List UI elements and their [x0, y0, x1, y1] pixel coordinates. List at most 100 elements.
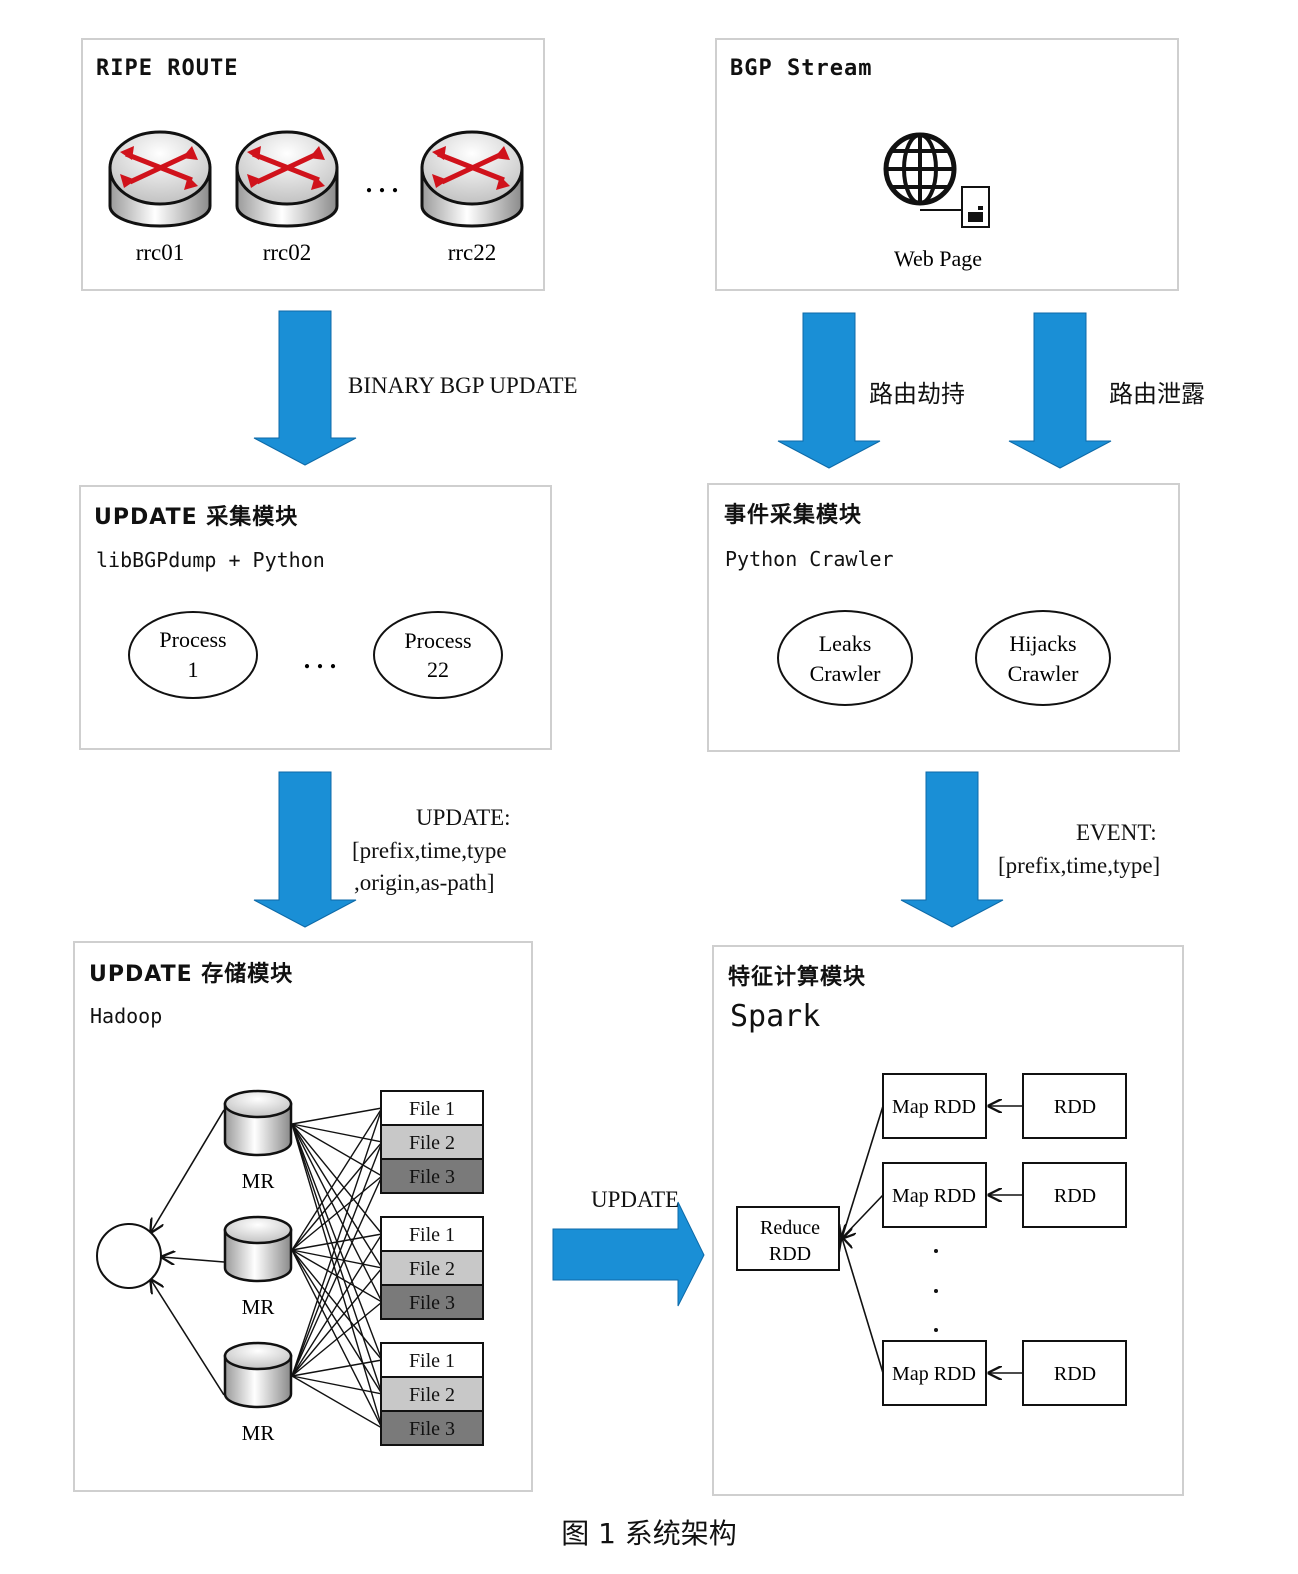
reduce-rdd-box — [736, 1206, 840, 1271]
rdd-label: RDD — [1054, 1096, 1096, 1118]
file-to-mr-link — [291, 1123, 383, 1235]
file-cell — [380, 1410, 484, 1446]
router-icon-rrc01 — [108, 130, 212, 228]
map-rdd-label: Map RDD — [892, 1363, 976, 1385]
feature-compute-title: 特征计算模块 — [728, 965, 867, 990]
map-to-reduce-link — [842, 1194, 884, 1238]
spark-dot-3 — [934, 1328, 938, 1332]
spark-label: Spark — [730, 999, 821, 1034]
mr-label: MR — [242, 1169, 275, 1193]
hijacks-crawler-line1: Hijacks — [1009, 631, 1076, 656]
hadoop-master-node — [96, 1223, 162, 1289]
binary-bgp-update-label: BINARY BGP UPDATE — [348, 373, 578, 398]
file-stacks: File 1 File 2 File 3 File 1 File 2 File 3 File… — [380, 1090, 484, 1446]
update-collect-box — [79, 485, 552, 750]
file-label: File 2 — [409, 1384, 455, 1406]
file-to-mr-link — [291, 1249, 383, 1429]
route-hijack-label: 路由劫持 — [869, 380, 965, 408]
process-1-node — [128, 611, 258, 699]
spark-dot-2 — [934, 1289, 938, 1293]
globe-icon — [883, 132, 962, 211]
hijacks-crawler-line2: Crawler — [1008, 661, 1080, 686]
hijacks-crawler-node — [975, 610, 1111, 706]
rdd-label: RDD — [1054, 1185, 1096, 1207]
file-to-mr-link — [291, 1249, 383, 1395]
leaks-crawler-line2: Crawler — [810, 661, 882, 686]
arrow-route-leak — [1008, 312, 1112, 469]
event-collect-box — [707, 483, 1180, 752]
reduce-rdd-line1: Reduce — [760, 1217, 820, 1239]
router-label-rrc01: rrc01 — [136, 240, 185, 265]
spark-row-3: Map RDD RDD — [842, 1238, 1127, 1406]
file-label: File 1 — [409, 1224, 455, 1246]
mr-node-2: MR — [223, 1215, 293, 1319]
process-1-line1: Process — [159, 627, 226, 652]
router-label-rrc02: rrc02 — [263, 240, 312, 265]
router-icon-rrc02 — [235, 130, 339, 228]
arrow-update-to-spark — [552, 1201, 705, 1307]
file-to-mr-link — [291, 1249, 383, 1361]
reduce-rdd-line2: RDD — [769, 1243, 811, 1265]
file-cell — [380, 1124, 484, 1160]
spark-row-2: Map RDD RDD — [842, 1162, 1127, 1238]
update-storage-title: UPDATE 存储模块 — [89, 962, 294, 987]
file-to-mr-link — [291, 1123, 383, 1143]
router-label-rrc22: rrc22 — [448, 240, 497, 265]
file-to-mr-link — [291, 1123, 383, 1395]
file-label: File 3 — [409, 1292, 455, 1314]
mr-node-1: MR — [223, 1089, 293, 1193]
mr3-to-master-link — [151, 1280, 225, 1396]
file-label: File 3 — [409, 1418, 455, 1440]
server-icon — [961, 186, 990, 228]
process-22-node — [373, 611, 503, 699]
mr-label: MR — [242, 1295, 275, 1319]
router-ellipsis: . . . — [366, 169, 399, 198]
file-to-mr-link — [291, 1123, 383, 1361]
arrow-event-fields — [900, 771, 1004, 928]
mr1-to-master-link — [151, 1109, 225, 1232]
event-collect-title: 事件采集模块 — [724, 503, 863, 528]
mr-label: MR — [242, 1421, 275, 1445]
rdd-box — [1022, 1162, 1127, 1228]
file-cell — [380, 1158, 484, 1194]
arrow-route-hijack — [777, 312, 881, 469]
update-to-spark-label: UPDATE — [591, 1187, 680, 1212]
hadoop-links — [291, 1107, 383, 1429]
map-rdd-label: Map RDD — [892, 1185, 976, 1207]
map-rdd-box — [882, 1340, 987, 1406]
file-label: File 1 — [409, 1350, 455, 1372]
hadoop-label: Hadoop — [90, 1004, 163, 1028]
ripe-route-title: RIPE ROUTE — [96, 56, 239, 81]
rdd-box — [1022, 1073, 1127, 1139]
file-to-mr-link — [291, 1375, 383, 1395]
arrow-binary-bgp-update — [253, 310, 357, 466]
file-cell — [380, 1284, 484, 1320]
file-to-mr-link — [291, 1123, 383, 1303]
spark-row-1: Map RDD RDD — [842, 1073, 1127, 1238]
leaks-crawler-node — [777, 610, 913, 706]
file-to-mr-link — [291, 1123, 383, 1269]
update-collect-subtitle: libBGPdump + Python — [96, 548, 325, 572]
update-fields-line2: [prefix,time,type — [352, 838, 507, 863]
process-22-line1: Process — [404, 628, 471, 653]
web-page-label: Web Page — [894, 246, 982, 271]
map-rdd-box — [882, 1073, 987, 1139]
file-cell — [380, 1216, 484, 1252]
event-fields-line1: EVENT: — [1076, 820, 1157, 845]
file-label: File 2 — [409, 1132, 455, 1154]
mr-nodes: MR MR MR — [223, 1089, 293, 1445]
update-fields-line1: UPDATE: — [416, 805, 511, 830]
rdd-label: RDD — [1054, 1363, 1096, 1385]
process-ellipsis: . . . — [304, 645, 337, 674]
file-to-mr-link — [291, 1123, 383, 1429]
file-cell — [380, 1090, 484, 1126]
router-icon-rrc22 — [420, 130, 524, 228]
leaks-crawler-line1: Leaks — [819, 631, 872, 656]
file-to-mr-link — [291, 1375, 383, 1429]
file-stack-3: File 1 File 2 File 3 — [380, 1342, 484, 1446]
spark-dot-1 — [934, 1249, 938, 1253]
file-label: File 1 — [409, 1098, 455, 1120]
